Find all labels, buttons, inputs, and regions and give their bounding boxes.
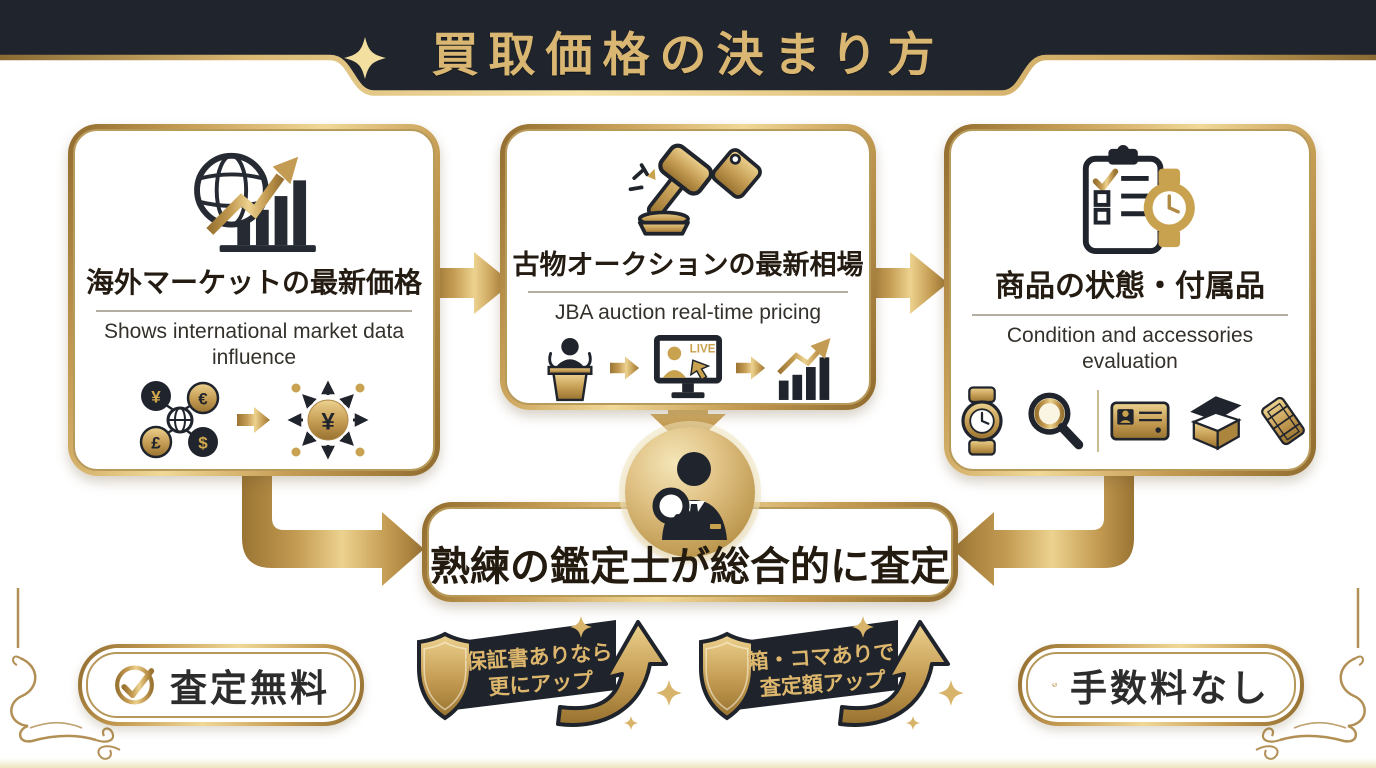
bottom-fade (0, 758, 1376, 768)
bonus-text: 保証書ありなら 更にアップ (462, 639, 617, 704)
yen-symbol: ¥ (151, 388, 161, 407)
divider (972, 314, 1288, 316)
small-right-arrow-icon (237, 407, 270, 434)
conclusion-box (422, 502, 958, 602)
rising-chart-icon (777, 338, 831, 400)
auction-flow-row: LIVE (539, 333, 837, 403)
currency-exchange-icon: ¥ € £ $ (139, 381, 220, 459)
arrow-step3-elbow-icon (952, 474, 1134, 586)
bonus-banner-box-links: 箱・コマありで 査定額アップ (694, 612, 964, 734)
currency-flow-row: ¥ € £ $ ¥ (132, 378, 376, 462)
corner-flourish-right (1261, 588, 1366, 743)
feature-badge-no-fees: 手数料なし (1018, 644, 1304, 726)
live-label: LIVE (690, 342, 716, 355)
pound-symbol: £ (151, 434, 161, 453)
gavel-price-tag-icon (628, 143, 762, 236)
up-arrow-icon (838, 620, 950, 727)
yen-influence-icon: ¥ (287, 380, 369, 460)
feature-label: 査定無料 (170, 668, 330, 709)
globe-chart-icon (194, 152, 316, 253)
wristwatch-icon (960, 386, 1003, 456)
step-subtitle: Condition and accessories evaluation (1006, 324, 1254, 373)
feature-label: 手数料なし (1070, 668, 1270, 709)
up-arrow-icon (556, 620, 668, 727)
watch-box-icon (1189, 396, 1242, 451)
magnifier-icon (1027, 392, 1083, 450)
warranty-card-icon (1109, 401, 1170, 441)
arrow-step1-elbow-icon (242, 474, 424, 586)
step-subtitle: Shows international market data influenc… (104, 320, 404, 369)
step-title: 古物オークションの最新相場 (512, 250, 864, 281)
banner-ribbon (438, 620, 616, 712)
step-title: 海外マーケットの最新価格 (85, 267, 422, 298)
banner-ribbon (720, 620, 898, 712)
bonus-banner-warranty: 保証書ありなら 更にアップ (412, 612, 682, 734)
step-box-auction-market: 古物オークションの最新相場 JBA auction real-time pric… (500, 124, 876, 410)
feature-badge-free-appraisal: 査定無料 (78, 644, 364, 726)
condition-accessories-row (953, 382, 1308, 460)
euro-symbol: € (198, 390, 208, 409)
bonus-text: 箱・コマありで 査定額アップ (744, 639, 899, 704)
arrow-step2-to-step3-icon (864, 252, 948, 314)
bottom-rule (97, 745, 1279, 760)
auctioneer-icon (547, 337, 593, 402)
step-box-item-condition: 商品の状態・付属品 Condition and accessories eval… (944, 124, 1316, 476)
appraiser-icon (652, 452, 727, 540)
checklist-watch-icon (1082, 145, 1195, 255)
mini-divider (1096, 390, 1099, 453)
yen-symbol: ¥ (321, 409, 335, 436)
conclusion-title: 熟練の鑑定士が総合的に査定 (430, 545, 950, 589)
dollar-symbol: $ (198, 434, 208, 453)
divider (96, 310, 412, 312)
step-subtitle: JBA auction real-time pricing (554, 301, 822, 325)
live-auction-monitor-icon: LIVE (653, 334, 723, 399)
banner-graphic (699, 616, 964, 730)
banner-graphic (417, 616, 682, 730)
check-circle-icon (115, 665, 155, 705)
small-right-arrow-icon (610, 356, 640, 380)
header-band (0, 0, 1376, 96)
page-title: 買取価格の決まり方 (431, 30, 945, 82)
step-box-overseas-market: 海外マーケットの最新価格 Shows international market … (68, 124, 440, 476)
bracelet-link-icon (1260, 397, 1305, 446)
divider (528, 291, 848, 294)
corner-flourish-left (10, 588, 115, 743)
step-title: 商品の状態・付属品 (995, 270, 1265, 303)
small-right-arrow-icon (736, 356, 766, 380)
check-circle-icon (1052, 682, 1057, 688)
